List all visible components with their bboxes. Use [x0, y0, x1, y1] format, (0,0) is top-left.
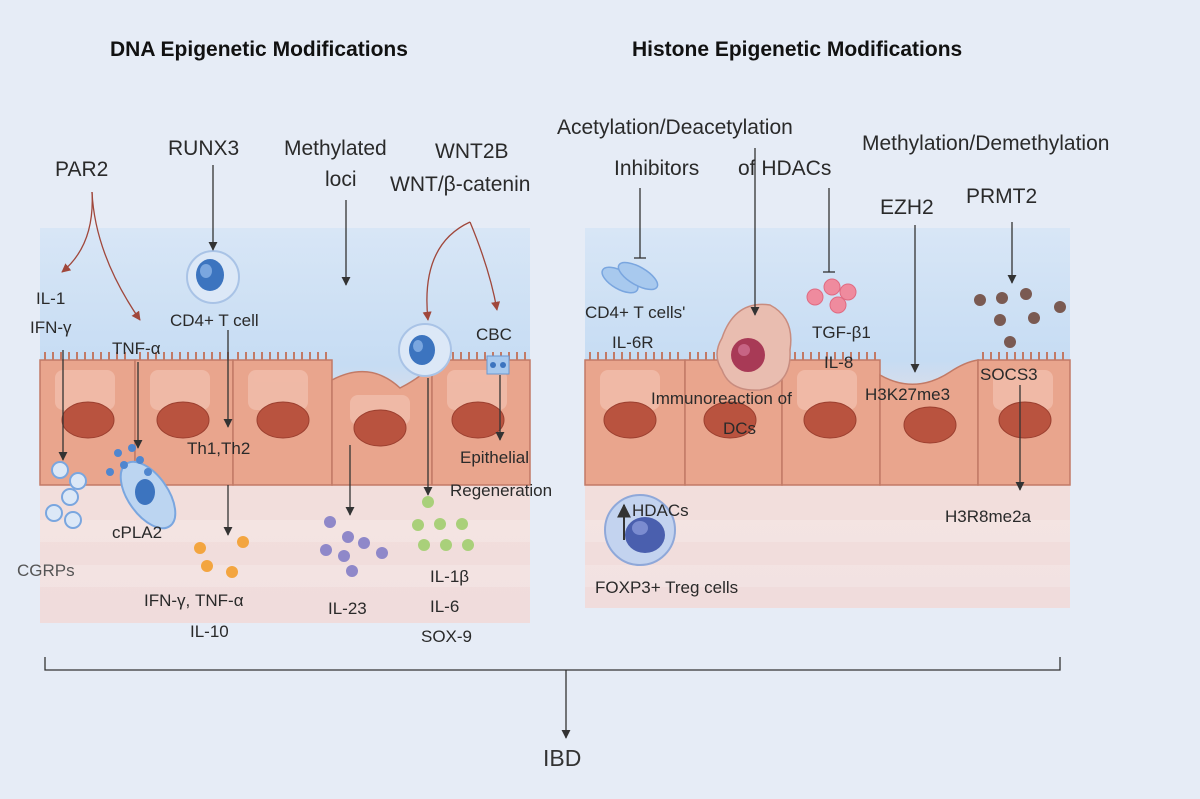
- histone-nuclei: [603, 401, 1052, 444]
- wnt2b-label: WNT2B: [435, 140, 509, 163]
- nucleus: [998, 401, 1052, 439]
- inhibitors-label: Inhibitors: [614, 157, 700, 180]
- cbc-stem-cell-icon: [486, 355, 510, 375]
- ifng-label: IFN-γ: [30, 318, 72, 337]
- ifng-tnfa-label: IFN-γ, TNF-α: [144, 591, 244, 610]
- tnfa-label: TNF-α: [112, 339, 161, 358]
- ifng-tnfa-dots: [194, 536, 249, 578]
- il8-label: IL-8: [824, 353, 854, 372]
- prmt2-label: PRMT2: [966, 185, 1038, 208]
- foxp3-treg-label: FOXP3+ Treg cells: [595, 578, 739, 597]
- methylation-label: Methylation/Demethylation: [862, 132, 1110, 155]
- dna-title: DNA Epigenetic Modifications: [110, 38, 408, 61]
- ezh2-label: EZH2: [880, 196, 934, 219]
- wnt-to-cell-arrow: [422, 221, 471, 321]
- histone-title: Histone Epigenetic Modifications: [632, 38, 963, 61]
- loci-label: loci: [325, 168, 357, 191]
- wnt-to-cbc-arrow: [469, 221, 501, 311]
- nucleus: [603, 401, 657, 439]
- il10-label: IL-10: [190, 622, 229, 641]
- nucleus: [256, 401, 310, 439]
- immune-cell-icon: [398, 323, 452, 377]
- par2-label: PAR2: [55, 158, 109, 181]
- nucleus: [803, 401, 857, 439]
- immunoreaction-label: Immunoreaction of: [651, 389, 792, 408]
- dna-arrows: [58, 165, 505, 536]
- il1b-label: IL-1β: [430, 567, 470, 586]
- hdacs-label: HDACs: [632, 501, 689, 520]
- of-hdacs-label: of HDACs: [738, 157, 832, 180]
- methylated-label: Methylated: [284, 137, 387, 160]
- tgf-dots: [806, 278, 857, 314]
- ibd-bracket: [44, 657, 1061, 739]
- il23-dots: [320, 516, 388, 577]
- histone-microvilli: [589, 352, 1064, 360]
- cgrps-label: CGRPs: [17, 561, 75, 580]
- wnt-catenin-label: WNT/β-catenin: [390, 173, 531, 196]
- nucleus: [451, 401, 505, 439]
- cpla2-label: cPLA2: [112, 523, 163, 542]
- th1th2-label: Th1,Th2: [187, 439, 251, 458]
- nucleus: [61, 401, 115, 439]
- socs3-label: SOCS3: [980, 365, 1038, 384]
- regeneration-label: Regeneration: [450, 481, 553, 500]
- cd4-t-cell-icon: [186, 250, 240, 304]
- tgfb1-label: TGF-β1: [812, 323, 871, 342]
- acetylation-label: Acetylation/Deacetylation: [557, 116, 793, 139]
- nucleus: [903, 406, 957, 444]
- nucleus: [353, 409, 407, 447]
- histone-cell-highlights: [600, 370, 1053, 410]
- cd4-t-cells-icon: [601, 261, 659, 294]
- par2-to-tnfa-arrow: [91, 191, 141, 321]
- il6r-label: IL-6R: [612, 333, 654, 352]
- il1-label: IL-1: [36, 289, 66, 308]
- cd4-t-cell-label: CD4+ T cell: [170, 311, 259, 330]
- dendritic-cell-icon: [716, 303, 792, 391]
- h3k27me3-label: H3K27me3: [865, 385, 951, 404]
- il1b-dots: [412, 496, 474, 551]
- cbc-label: CBC: [476, 325, 512, 344]
- dna-cell-highlights: [55, 370, 507, 425]
- nucleus: [703, 401, 757, 439]
- sox9-label: SOX-9: [421, 627, 473, 646]
- nucleus: [156, 401, 210, 439]
- prmt2-dots: [974, 288, 1066, 348]
- runx3-label: RUNX3: [168, 137, 240, 160]
- epithelial-label: Epithelial: [460, 448, 529, 467]
- histone-arrows: [617, 148, 1025, 540]
- cgrps-dots: [45, 461, 87, 529]
- h3r8me2a-label: H3R8me2a: [945, 507, 1031, 526]
- cd4-t-cells-label: CD4+ T cells': [585, 303, 686, 322]
- dcs-label: DCs: [723, 419, 757, 438]
- ibd-label: IBD: [543, 745, 582, 771]
- il23-label: IL-23: [328, 599, 367, 618]
- dna-nuclei: [61, 401, 505, 447]
- il6-label: IL-6: [430, 597, 460, 616]
